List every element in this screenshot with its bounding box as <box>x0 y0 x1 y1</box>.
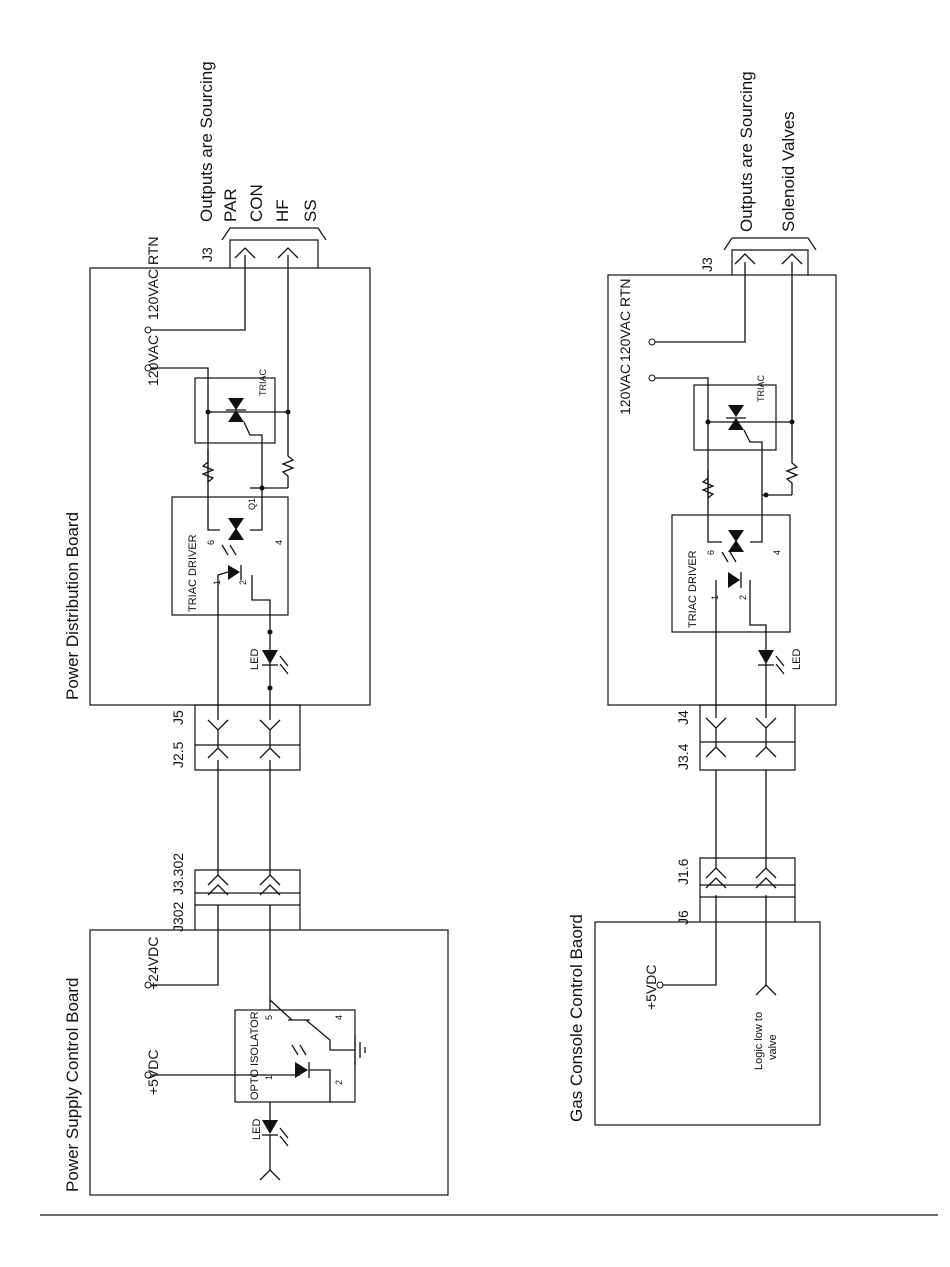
opto-label: OPTO ISOLATOR <box>249 1011 261 1100</box>
driver-pin-4: 4 <box>274 540 284 545</box>
terminal-5vdc-2 <box>656 981 664 989</box>
led-icon-2 <box>758 650 774 664</box>
triac-box-2 <box>693 384 777 451</box>
solenoid-valves-label: Solenoid Valves <box>779 111 798 232</box>
j4-connector <box>699 704 796 742</box>
logic-label-2: valve <box>767 1034 779 1060</box>
outputs-label-2: Outputs are Sourcing <box>737 71 756 232</box>
output-hf: HF <box>273 199 292 222</box>
triac-driver-box-1 <box>171 496 289 616</box>
driver2-pin-2: 2 <box>738 595 748 600</box>
vac-rtn-label-1: 120VAC RTN <box>145 236 161 320</box>
output-ss: SS <box>301 199 320 222</box>
resistor-2 <box>281 412 295 488</box>
opto-pin-2: 2 <box>334 1080 344 1085</box>
driver-diode-icon-1 <box>228 565 240 580</box>
led2-label: LED <box>249 649 261 670</box>
j34-label: J3.4 <box>675 743 691 770</box>
j5-connector <box>194 704 301 745</box>
driver2-pin-4: 4 <box>772 550 782 555</box>
j6-connector <box>699 896 796 922</box>
led1-label: LED <box>251 1119 263 1140</box>
driver-pin-1: 1 <box>212 580 222 585</box>
pdb-board-label-1: Power Distribution Board <box>63 512 82 700</box>
resistor-3 <box>701 420 715 500</box>
opto-pin-1: 1 <box>264 1075 274 1080</box>
triac-icon-2 <box>728 405 744 417</box>
vac-rtn-label-2: 120VAC RTN <box>617 278 633 362</box>
opto-diode-icon <box>295 1062 308 1078</box>
driver2-pin-1: 1 <box>710 595 720 600</box>
diagram-2: Gas Console Control Baord +5VDC Logic lo… <box>567 71 837 1126</box>
terminal-120vac-rtn-2 <box>648 338 656 346</box>
driver-diode-icon-2 <box>728 572 740 588</box>
terminal-120vac-1 <box>144 364 152 372</box>
terminal-120vac-2 <box>648 374 656 382</box>
j3-connector-2 <box>731 249 809 275</box>
input-arrow-icon <box>259 1169 281 1181</box>
triac-box-1 <box>194 377 276 444</box>
driver-pin-2: 2 <box>238 580 248 585</box>
triac-label-1: TRIAC <box>258 368 268 396</box>
gas-board-label: Gas Console Control Baord <box>567 914 586 1122</box>
j302-label: J302 <box>170 901 186 932</box>
j3-label-2: J3 <box>699 257 715 272</box>
opto-pin-4: 4 <box>334 1015 344 1020</box>
q1-label: Q1 <box>247 498 257 510</box>
triac-driver-label-2: TRIAC DRIVER <box>687 550 699 628</box>
terminal-120vac-rtn-1 <box>144 326 152 334</box>
j16-connector <box>699 857 796 885</box>
led-label-2: LED <box>791 649 803 670</box>
triac-driver-box-2 <box>671 514 791 633</box>
j5-label: J5 <box>170 710 186 725</box>
gas-board-box <box>594 921 821 1126</box>
vac-label-2: 120VAC <box>617 364 633 415</box>
diagram-1: Power Supply Control Board +24VDC +5VDC … <box>63 61 449 1196</box>
outputs-label-1: Outputs are Sourcing <box>197 61 216 222</box>
opto-pin-5: 5 <box>264 1015 274 1020</box>
j25-connector <box>194 744 301 771</box>
psu-board-box <box>89 929 449 1196</box>
triac-icon-1 <box>228 398 244 410</box>
j3302-label: J3.302 <box>170 853 186 895</box>
triac-label-2: TRIAC <box>756 374 766 402</box>
pdb-board-box-1 <box>89 267 371 706</box>
driver-pin-6: 6 <box>206 540 216 545</box>
terminal-5vdc <box>144 1071 152 1079</box>
j302-connector <box>194 904 301 930</box>
logic-label-1: Logic low to <box>753 1012 765 1070</box>
output-con: CON <box>247 184 266 222</box>
j16-label: J1.6 <box>675 858 691 885</box>
j6-label: J6 <box>675 910 691 925</box>
resistor-1 <box>201 410 215 484</box>
j34-connector <box>699 741 796 771</box>
triac-driver-label-1: TRIAC DRIVER <box>187 534 199 612</box>
resistor-4 <box>785 422 799 495</box>
j25-label: J2.5 <box>170 741 186 768</box>
j3302-connector <box>194 869 301 893</box>
driver2-pin-6: 6 <box>706 550 716 555</box>
led1-icon <box>262 1120 278 1134</box>
vac-label-1: 120VAC <box>145 335 161 386</box>
led2-icon <box>262 650 278 664</box>
driver-triac-icon-2 <box>728 530 744 542</box>
label-5vdc: +5VDC <box>145 1049 161 1095</box>
output-par: PAR <box>221 188 240 222</box>
driver-triac-icon-1 <box>228 518 244 530</box>
psu-board-label: Power Supply Control Board <box>63 977 82 1192</box>
terminal-24vdc <box>144 981 152 989</box>
input-arrow-icon-2 <box>755 984 777 996</box>
wire-24vdc <box>151 905 219 986</box>
pdb-board-box-2 <box>607 274 837 706</box>
j3-connector-1 <box>229 239 319 268</box>
label-24vdc: +24VDC <box>145 937 161 990</box>
j4-label: J4 <box>675 710 691 725</box>
j3-label-1: J3 <box>199 247 215 262</box>
label-5vdc-2: +5VDC <box>643 964 659 1010</box>
